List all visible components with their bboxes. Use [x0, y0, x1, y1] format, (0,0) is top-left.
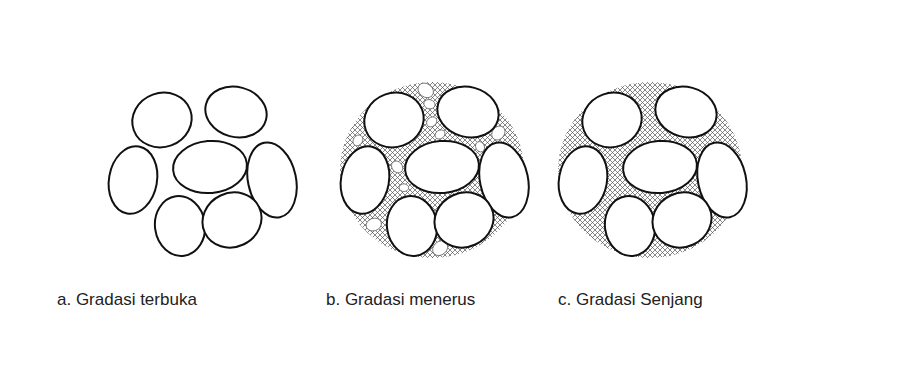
- pebble: [351, 133, 365, 148]
- figure-caption: a. Gradasi terbuka: [57, 290, 197, 310]
- pebble: [423, 98, 436, 110]
- pebble: [433, 128, 446, 141]
- pebble: [389, 159, 405, 175]
- pebble: [364, 216, 383, 233]
- coarse-aggregate: [335, 80, 535, 259]
- figure-caption: c. Gradasi Senjang: [558, 290, 703, 310]
- pebble: [415, 80, 436, 101]
- pebble: [399, 184, 409, 192]
- coarse-aggregate: [553, 80, 753, 259]
- figure-caption: b. Gradasi menerus: [326, 290, 475, 310]
- coarse-aggregate: [103, 80, 303, 259]
- pebble: [425, 115, 439, 129]
